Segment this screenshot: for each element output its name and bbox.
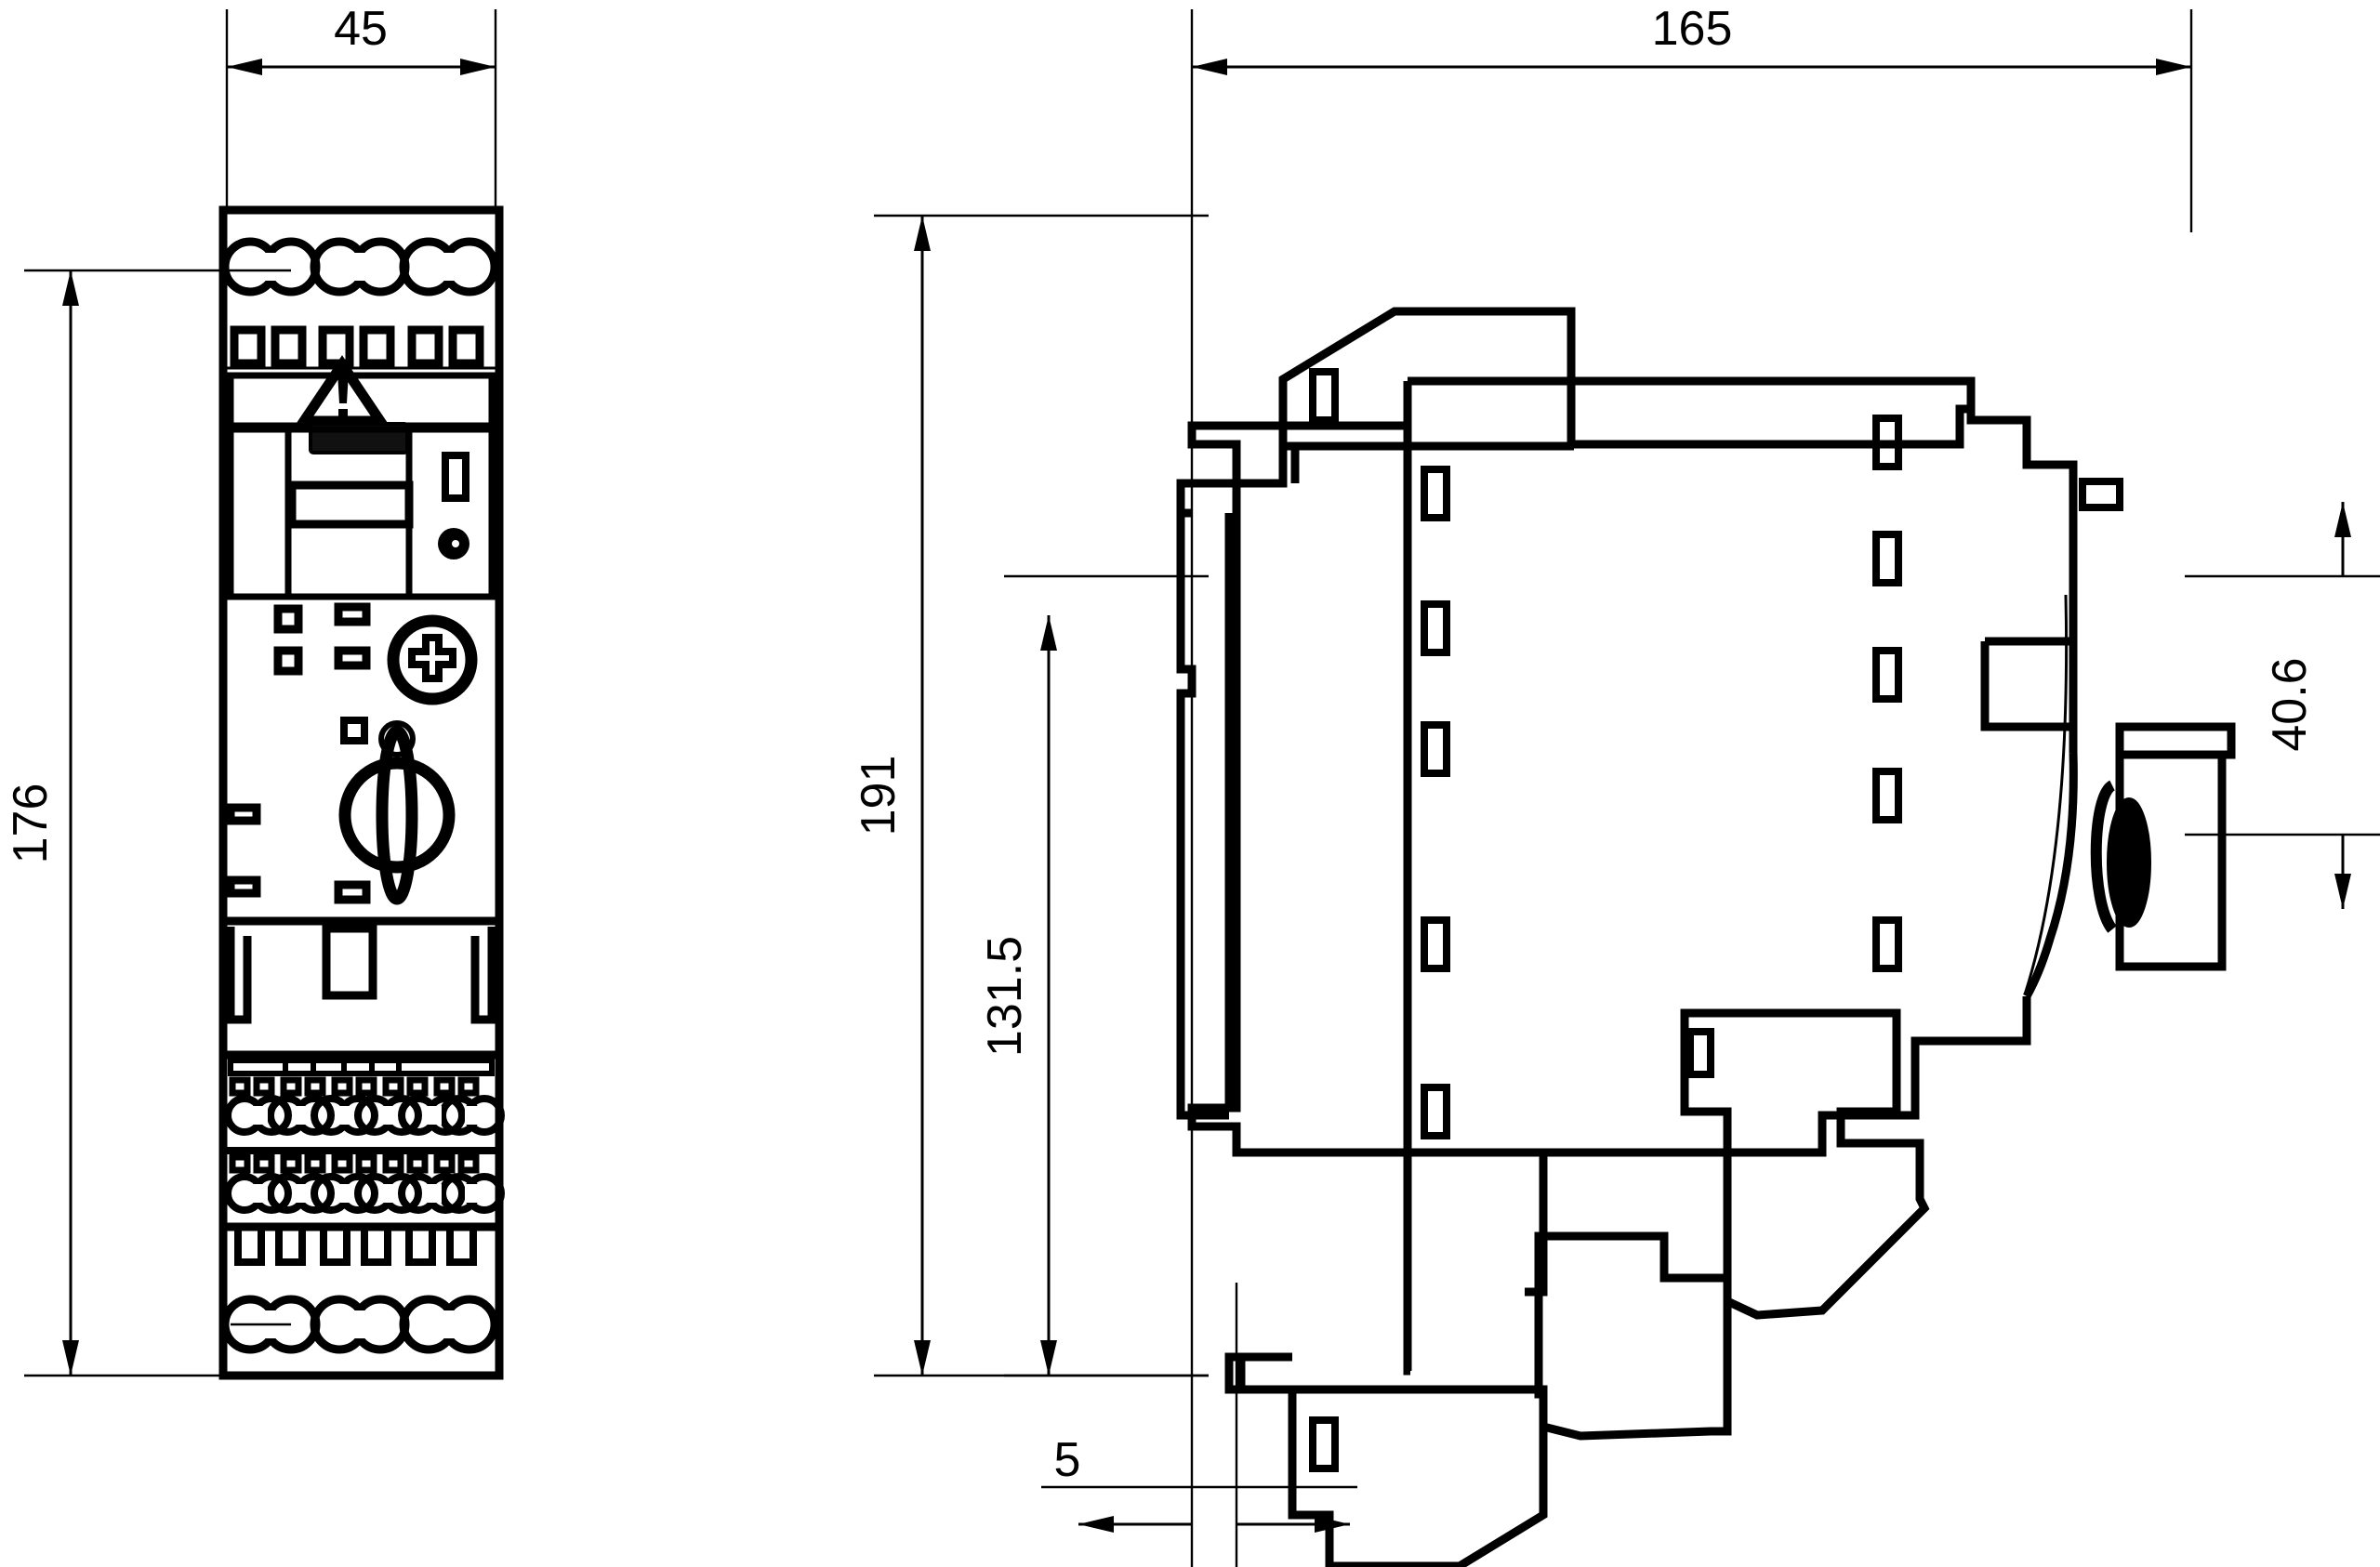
side-view-group: 165 191 131.5 40.6 5 bbox=[852, 2, 2380, 1567]
screw-head-icon[interactable] bbox=[387, 614, 478, 705]
side-profile-detail bbox=[1176, 307, 2236, 1567]
dimension-label-176: 176 bbox=[4, 784, 58, 864]
front-bottom-terminals bbox=[220, 1058, 505, 1354]
dimension-label-40-6: 40.6 bbox=[2263, 657, 2317, 751]
dimension-width-45: 45 bbox=[227, 2, 496, 75]
side-vent-slots bbox=[1421, 415, 1902, 1139]
side-top-cap-slot bbox=[1309, 368, 1339, 424]
side-aux-contact-block-right bbox=[1680, 1008, 1930, 1320]
rotary-knob[interactable] bbox=[338, 720, 456, 905]
front-top-terminal-compartment bbox=[220, 237, 499, 370]
dimension-height-40-6: 40.6 bbox=[2263, 502, 2351, 909]
dimension-label-191: 191 bbox=[852, 756, 906, 836]
front-notch-row-b bbox=[229, 1076, 480, 1097]
side-rotary-knob-profile[interactable] bbox=[2090, 722, 2236, 971]
warning-triangle-icon bbox=[294, 355, 390, 427]
side-main-body bbox=[1187, 376, 2078, 1376]
side-aux-slot-right bbox=[1686, 1028, 1714, 1078]
front-label-slots bbox=[334, 602, 371, 670]
dimension-height-176: 176 bbox=[4, 270, 79, 1376]
side-top-cap bbox=[1278, 307, 1576, 446]
dimension-label-165: 165 bbox=[1652, 2, 1733, 56]
front-left-tabs bbox=[226, 803, 261, 898]
side-right-tab bbox=[2079, 478, 2123, 511]
front-lower-slot bbox=[334, 880, 371, 904]
dimension-height-131-5: 131.5 bbox=[978, 615, 1057, 1376]
front-view-group: 45 176 bbox=[4, 2, 505, 1380]
front-device-outline bbox=[218, 205, 504, 1380]
status-indicator-window bbox=[442, 452, 469, 502]
side-din-rail-clip bbox=[1176, 513, 1229, 1120]
front-control-panel bbox=[226, 602, 478, 905]
front-leds bbox=[273, 604, 303, 676]
side-bottom-terminal-block bbox=[1288, 1385, 1548, 1567]
dimension-label-5: 5 bbox=[1054, 1433, 1081, 1487]
dimension-depth-165: 165 bbox=[1192, 2, 2191, 75]
side-nose-inner-edge bbox=[2023, 594, 2069, 995]
indicator-dot-icon bbox=[438, 528, 469, 560]
dimension-label-131-5: 131.5 bbox=[978, 936, 1032, 1057]
front-notch-row-a bbox=[228, 1058, 495, 1076]
front-top-slots bbox=[230, 325, 484, 368]
front-clip-compartment bbox=[223, 924, 499, 1060]
side-extension-lines bbox=[874, 9, 2380, 1567]
side-bottom-slot bbox=[1309, 1416, 1339, 1472]
dimension-label-45: 45 bbox=[334, 2, 388, 56]
dimension-height-191: 191 bbox=[852, 216, 931, 1376]
front-extension-lines bbox=[24, 9, 497, 1377]
front-small-square bbox=[340, 717, 368, 744]
front-tab-row bbox=[234, 1230, 477, 1266]
front-notch-row-c bbox=[229, 1153, 480, 1174]
test-window bbox=[287, 481, 414, 529]
